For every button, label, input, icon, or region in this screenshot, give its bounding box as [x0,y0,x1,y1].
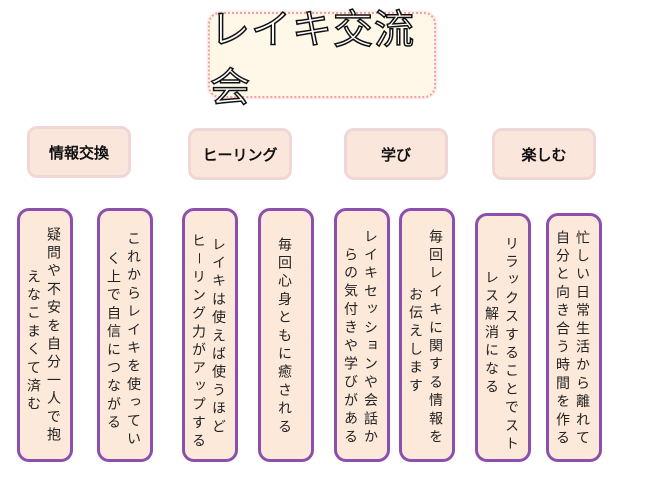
card-line: これからレイキを使ってい [125,231,141,450]
category-healing: ヒーリング [188,128,292,180]
card-line: ヒ－リング力がアップする [190,233,206,452]
card-line: らの気付きや学びがある [342,247,358,448]
category-label: ヒーリング [202,145,278,164]
card-line: 毎回心身ともに癒される [276,237,292,438]
card-line: レス解消になる [483,270,499,398]
category-label: 学び [380,145,411,164]
card-line: リラックスすることでスト [503,236,519,455]
category-enjoy: 楽しむ [492,128,596,180]
card-line: 自分と向き合う時間を作る [554,230,570,449]
card: レイキセッションや会話か らの気付きや学びがある [334,208,390,462]
card-line: お伝えします [407,287,423,397]
card: 毎回レイキに関する情報を お伝えします [399,208,455,462]
card-line: レイキは使えば使うほど [210,237,226,438]
card: これからレイキを使ってい く上で自信につながる [97,208,153,462]
category-label: 情報交換 [48,143,109,162]
category-label: 楽しむ [521,145,567,164]
card: リラックスすることでスト レス解消になる [475,213,531,462]
card-line: く上で自信につながる [105,251,121,433]
title-text: レイキ交流会 [209,6,415,112]
card-line: 毎回レイキに関する情報を [427,229,443,448]
card: 疑問や不安を自分一人で抱 えなこまくて済む [17,208,73,462]
card: 毎回心身ともに癒される [258,208,314,462]
card: レイキは使えば使うほど ヒ－リング力がアップする [182,208,238,462]
card: 忙しい日常生活から離れて 自分と向き合う時間を作る [546,213,602,462]
category-learning: 学び [344,128,448,180]
card-line: 忙しい日常生活から離れて [574,230,590,449]
card-line: レイキセッションや会話か [362,229,378,448]
title-box: レイキ交流会 [208,6,436,112]
card-line: 疑問や不安を自分一人で抱 [45,227,61,446]
card-line: えなこまくて済む [25,269,41,415]
category-info-exchange: 情報交換 [27,126,131,178]
